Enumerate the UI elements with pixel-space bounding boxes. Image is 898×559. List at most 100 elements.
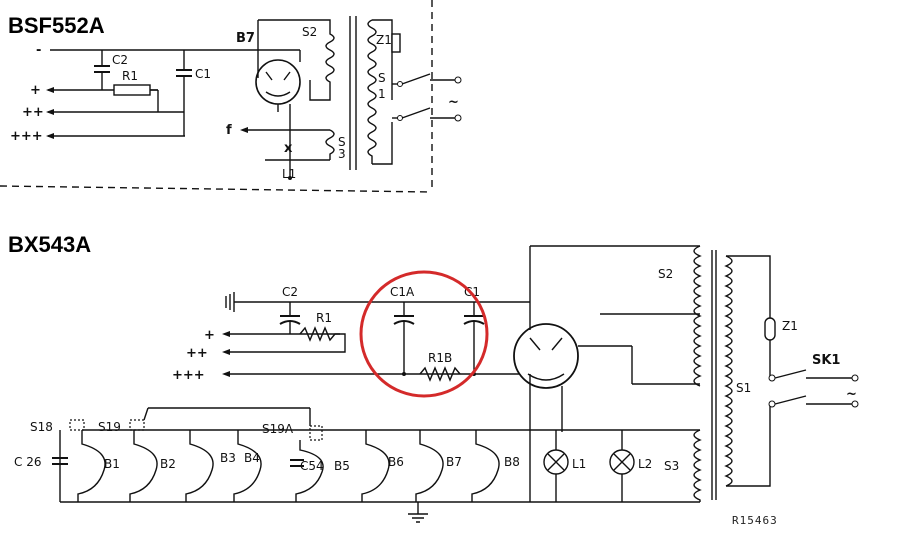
mains-a-terminal-2 — [454, 114, 462, 122]
mains-b-terminal-1 — [851, 374, 859, 382]
b-z1-fuse — [764, 317, 776, 341]
junction-c1a — [402, 372, 406, 376]
label-s19a: S19A — [262, 422, 294, 436]
switch-a1-blade — [401, 73, 431, 85]
rectifier-filament — [527, 373, 565, 381]
label-s3-s: S — [338, 135, 346, 149]
filament-b2 — [129, 430, 158, 502]
lamp-l1-cross — [547, 453, 565, 471]
s19-switch — [129, 419, 145, 431]
rectifier-anodes — [529, 337, 563, 351]
b7-anodes — [265, 71, 291, 81]
sk1-blade-1 — [774, 369, 807, 379]
arrow-plus2 — [46, 109, 54, 115]
s18-switch — [69, 419, 85, 431]
label-minus: - — [36, 43, 41, 58]
s2-coil — [693, 245, 702, 387]
label-b-plus1: + — [204, 328, 215, 343]
z1-fuse — [391, 33, 401, 53]
label-b4: B4 — [244, 451, 260, 465]
label-c26: C 26 — [14, 455, 41, 469]
diagram-bsf552a: BSF552A - + ++ +++ C2 R1 C1 — [0, 0, 462, 193]
label-s18: S18 — [30, 420, 53, 434]
label-c1a: C1A — [390, 285, 415, 299]
label-b-l2: L2 — [638, 457, 652, 471]
primary-leads — [372, 19, 393, 165]
label-plus1: + — [30, 83, 41, 98]
primary-winding-s — [367, 19, 377, 164]
r1b-resistor — [419, 366, 461, 382]
sk1-contact-2 — [768, 400, 776, 408]
c1a-plate-2 — [393, 320, 415, 325]
filament-b6 — [361, 430, 390, 502]
switch-a2-contact — [397, 115, 403, 121]
label-z1: Z1 — [376, 33, 392, 47]
label-b-l1: L1 — [572, 457, 586, 471]
s1-leads — [726, 255, 771, 487]
label-b5: B5 — [334, 459, 350, 473]
label-s-1: 1 — [378, 87, 386, 101]
diagram-bx543a: BX543A + ++ +++ C2 R1 C1A C1 — [8, 232, 859, 527]
ac-symbol-a: ~ — [448, 95, 459, 110]
switch-a2-blade — [401, 107, 431, 119]
frame-bottom-dash — [0, 185, 431, 193]
label-r1: R1 — [122, 69, 138, 83]
label-b3: B3 — [220, 451, 236, 465]
label-s3-3: 3 — [338, 147, 346, 161]
diagram-b-title: BX543A — [8, 232, 91, 257]
filament-b8 — [471, 430, 500, 502]
drawing-reference: R15463 — [732, 514, 778, 527]
s3-winding — [325, 129, 335, 160]
r1-body — [113, 84, 151, 96]
b-c2-plate-2 — [279, 320, 301, 325]
label-b-z1: Z1 — [782, 319, 798, 333]
label-s: S — [378, 71, 386, 85]
label-b-plus3: +++ — [172, 368, 205, 383]
ac-symbol-b: ~ — [846, 387, 857, 402]
sk1-blade-2 — [774, 395, 807, 405]
s19-bridge-left — [143, 407, 149, 421]
sk1-contact-1 — [768, 374, 776, 382]
label-l1: L1 — [282, 167, 296, 181]
filament-b5 — [295, 440, 324, 502]
label-b-plus2: ++ — [186, 346, 208, 361]
label-b7-heater: B7 — [446, 455, 462, 469]
label-b1: B1 — [104, 457, 120, 471]
label-s19: S19 — [98, 420, 121, 434]
label-b-s2: S2 — [658, 267, 673, 281]
arrow-plus3 — [46, 133, 54, 139]
highlight-circle — [359, 270, 489, 398]
label-b8: B8 — [504, 455, 520, 469]
label-b6: B6 — [388, 455, 404, 469]
arrow-b-plus1 — [222, 331, 230, 337]
label-s2: S2 — [302, 25, 317, 39]
s19a-switch — [309, 425, 323, 441]
filament-b4 — [233, 430, 262, 502]
label-b-r1: R1 — [316, 311, 332, 325]
lamp-l2-cross — [613, 453, 631, 471]
s3-coil — [693, 429, 702, 502]
b-c1-plate-2 — [463, 320, 485, 325]
arrow-f — [240, 127, 248, 133]
b7-tube — [255, 59, 301, 105]
rectifier-tube — [513, 323, 579, 389]
arrow-b-plus2 — [222, 349, 230, 355]
mains-a-terminal-1 — [454, 76, 462, 84]
label-b-c2: C2 — [282, 285, 298, 299]
filament-b3 — [185, 430, 214, 502]
l1-cross: x — [284, 141, 293, 156]
label-b7: B7 — [236, 31, 255, 46]
label-sk1: SK1 — [812, 353, 840, 368]
ground-symbol-bottom — [408, 513, 428, 523]
s2-winding — [309, 19, 335, 101]
label-plus2: ++ — [22, 105, 44, 120]
b7-filament — [265, 91, 291, 97]
label-b-s3: S3 — [664, 459, 679, 473]
arrow-plus1 — [46, 87, 54, 93]
mains-b-terminal-2 — [851, 400, 859, 408]
label-plus3: +++ — [10, 129, 43, 144]
label-c54: C54 — [300, 459, 324, 473]
junction-l1 — [288, 176, 292, 180]
arrow-b-plus3 — [222, 371, 230, 377]
